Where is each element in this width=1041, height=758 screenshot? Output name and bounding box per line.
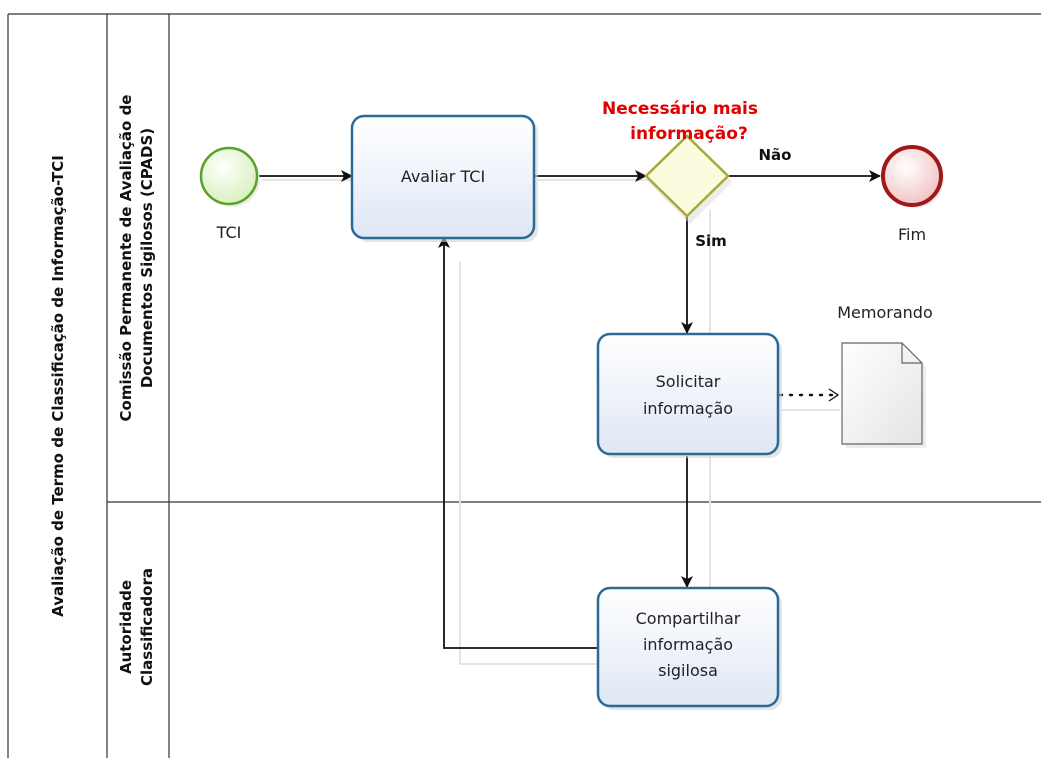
start-event-label: TCI bbox=[216, 223, 242, 242]
end-event-circle[interactable] bbox=[881, 145, 943, 207]
lane-autoridade-title-line2: Classificadora bbox=[138, 568, 156, 686]
lane-cpads: Comissão Permanente de Avaliação de Docu… bbox=[117, 95, 156, 422]
task-solicitar-informacao[interactable]: Solicitar informação bbox=[596, 332, 782, 458]
data-object-label: Memorando bbox=[837, 303, 933, 322]
gateway-question-line1: Necessário mais bbox=[602, 99, 758, 119]
gateway-yes-label: Sim bbox=[695, 232, 727, 250]
pool-title: Avaliação de Termo de Classificação de I… bbox=[49, 155, 67, 617]
data-object-memorando[interactable]: Memorando bbox=[837, 303, 933, 448]
task-compartilhar-box[interactable] bbox=[596, 586, 780, 708]
exclusive-gateway[interactable]: Necessário mais informação? Não Sim bbox=[602, 99, 792, 250]
sequence-flows bbox=[259, 170, 881, 649]
task-compartilhar-label-line3: sigilosa bbox=[658, 661, 718, 680]
task-solicitar-label-line1: Solicitar bbox=[656, 372, 721, 391]
task-avaliar-tci-label: Avaliar TCI bbox=[401, 167, 485, 186]
gateway-diamond[interactable] bbox=[644, 134, 730, 218]
start-event-circle[interactable] bbox=[199, 146, 259, 206]
task-avaliar-tci[interactable]: Avaliar TCI bbox=[350, 114, 538, 242]
gateway-question-line2: informação? bbox=[630, 124, 748, 144]
start-event[interactable]: TCI bbox=[199, 146, 260, 242]
pool: Avaliação de Termo de Classificação de I… bbox=[7, 13, 1041, 758]
flow-compartilhar-to-avaliar[interactable] bbox=[438, 236, 598, 649]
end-event[interactable]: Fim bbox=[881, 145, 944, 244]
shadow-line bbox=[459, 262, 600, 665]
document-fold bbox=[901, 343, 922, 364]
lane-cpads-title-line1: Comissão Permanente de Avaliação de bbox=[117, 95, 135, 422]
task-avaliar-tci-box[interactable] bbox=[350, 114, 536, 240]
task-compartilhar-label-line2: informação bbox=[643, 635, 733, 654]
task-compartilhar-label-line1: Compartilhar bbox=[636, 609, 741, 628]
task-solicitar-label-line2: informação bbox=[643, 399, 733, 418]
end-event-label: Fim bbox=[898, 225, 926, 244]
document-icon[interactable] bbox=[841, 342, 923, 445]
task-compartilhar-informacao[interactable]: Compartilhar informação sigilosa bbox=[596, 586, 782, 710]
task-solicitar-box[interactable] bbox=[596, 332, 780, 456]
gateway-no-label: Não bbox=[759, 146, 792, 164]
lane-autoridade: Autoridade Classificadora bbox=[117, 568, 156, 686]
lane-cpads-title-line2: Documentos Sigilosos (CPADS) bbox=[138, 128, 156, 388]
lane-autoridade-title-line1: Autoridade bbox=[117, 580, 135, 674]
